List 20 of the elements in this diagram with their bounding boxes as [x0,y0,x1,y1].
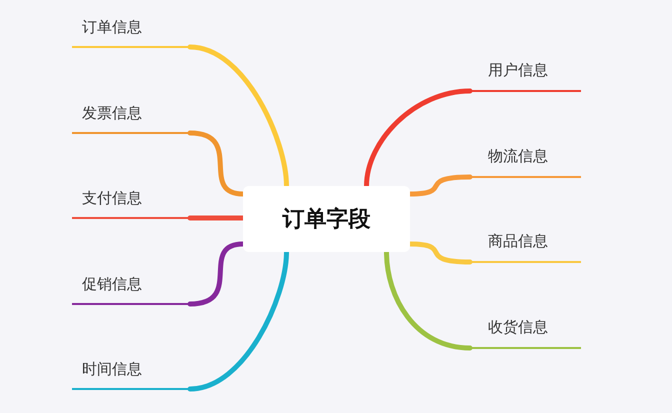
branch-line [384,250,472,350]
branch-topic-label: 支付信息 [82,189,142,208]
branch-line [408,174,472,196]
branch-topic-label: 物流信息 [488,147,548,166]
branch-topic-label: 发票信息 [82,104,142,123]
branch-topic-label: 用户信息 [488,61,548,80]
branch-line [364,88,472,188]
central-topic-label: 订单字段 [282,206,370,234]
branch-topic-label: 订单信息 [82,18,142,37]
branch-topic-label: 时间信息 [82,360,142,379]
branch-line [188,130,246,196]
branch-line [408,242,472,264]
branch-topic-label: 促销信息 [82,275,142,294]
branch-line [188,242,246,306]
branch-line [188,216,246,220]
branch-topic-label: 收货信息 [488,318,548,337]
central-topic-box [243,186,410,252]
branch-topic-label: 商品信息 [488,232,548,251]
branch-line [188,250,289,392]
branch-line [188,44,289,188]
